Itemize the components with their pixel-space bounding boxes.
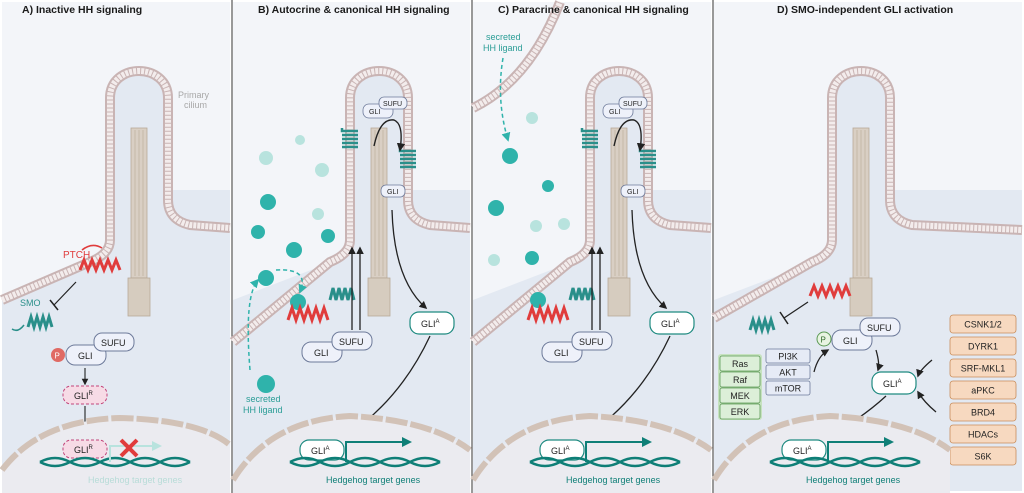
phospho-marker (51, 348, 65, 362)
svg-text:SUFU: SUFU (383, 101, 402, 108)
secreted-ligand-label-c-1: secreted (486, 32, 521, 42)
hh-ligands-c (488, 112, 570, 308)
gli-activator-b (409, 311, 455, 335)
cascade-label-mtor: mTOR (775, 384, 802, 394)
svg-text:Hedgehog target genes: Hedgehog target genes (566, 475, 661, 485)
primary-cilium-label-2: cilium (184, 100, 207, 110)
svg-text:Hedgehog target genes: Hedgehog target genes (806, 475, 901, 485)
ptch-label: PTCH (63, 250, 90, 261)
svg-text:GLI: GLI (314, 348, 329, 358)
cascade-label-ras: Ras (732, 359, 749, 369)
svg-text:GLI: GLI (369, 109, 380, 116)
cascade-box-erk (719, 403, 761, 420)
kinase-box-0 (949, 314, 1017, 334)
cascade-label-mek: MEK (730, 391, 750, 401)
ptch-inhibits-smo (53, 281, 77, 306)
svg-text:SUFU: SUFU (867, 323, 892, 333)
kinase-label-5: HDACs (968, 430, 999, 440)
gli-repressor (62, 385, 108, 405)
kinase-box-1 (949, 336, 1017, 356)
secreted-ligand-label-c-2: HH ligand (483, 43, 523, 53)
kinase-label-2: SRF-MKL1 (961, 364, 1006, 374)
cascade-label-pi3k: PI3K (778, 352, 798, 362)
nucleus (2, 418, 230, 493)
secreted-ligand-label-b-2: HH ligand (243, 405, 283, 415)
svg-text:GLI: GLI (554, 348, 569, 358)
smo-receptor-b (328, 287, 356, 301)
svg-text:GLIR: GLIR (74, 445, 94, 455)
kinase-label-0: CSNK1/2 (964, 320, 1002, 330)
svg-text:SUFU: SUFU (101, 338, 126, 348)
panel-b-title: B) Autocrine & canonical HH signaling (258, 4, 450, 16)
cascade-label-akt: AKT (779, 368, 797, 378)
panel-c-title: C) Paracrine & canonical HH signaling (498, 4, 689, 16)
svg-text:SUFU: SUFU (623, 101, 642, 108)
svg-text:GLI: GLI (78, 351, 93, 361)
kinase-box-3 (949, 380, 1017, 400)
svg-text:GLI: GLI (609, 109, 620, 116)
panel-c: secreted HH ligand GLI SUFU GLI GLI (469, 0, 713, 493)
svg-text:GLI: GLI (387, 189, 398, 196)
kinase-label-6: S6K (974, 452, 991, 462)
ptch-receptor-b (286, 303, 330, 325)
gli-box (65, 344, 107, 366)
svg-text:GLIA: GLIA (311, 446, 330, 456)
inhibition-x-icon (119, 438, 139, 458)
smo-label: SMO (20, 298, 41, 308)
extracellular-space (2, 2, 230, 300)
pi3k-akt-cascade: PI3K AKT mTOR (765, 348, 811, 396)
kinase-label-3: aPKC (971, 386, 995, 396)
panel-b: secreted HH ligand GLI SUFU GLI GLI SUFU… (229, 2, 472, 493)
svg-text:GLIR: GLIR (74, 391, 94, 401)
svg-text:SUFU: SUFU (339, 337, 364, 347)
svg-text:GLIA: GLIA (661, 319, 680, 329)
primary-cilium-label-1: Primary (178, 90, 209, 100)
svg-text:GLI: GLI (627, 189, 638, 196)
cascade-box-ras (719, 355, 761, 372)
panel-a-title: A) Inactive HH signaling (22, 4, 142, 16)
kinase-label-1: DYRK1 (968, 342, 998, 352)
dna (39, 456, 191, 468)
svg-text:GLIA: GLIA (793, 446, 812, 456)
cascade-box-raf (719, 371, 761, 388)
sufu-box (93, 332, 135, 352)
smo-ciliary-b (340, 128, 358, 149)
ptch-receptor (78, 244, 122, 275)
blocked-transcription-arrow (109, 441, 162, 462)
svg-text:SUFU: SUFU (579, 337, 604, 347)
hh-ligands-b (251, 135, 335, 393)
kinase-label-4: BRD4 (971, 408, 995, 418)
cascade-label-raf: Raf (733, 375, 748, 385)
kinase-box-5 (949, 424, 1017, 444)
kinase-box-4 (949, 402, 1017, 422)
cascade-label-erk: ERK (731, 407, 750, 417)
svg-text:GLI: GLI (843, 336, 858, 346)
svg-text:P: P (55, 352, 60, 361)
cascade-box-pi3k (765, 348, 811, 364)
svg-text:P: P (821, 336, 826, 345)
svg-text:Hedgehog target genes: Hedgehog target genes (326, 475, 421, 485)
svg-text:GLIA: GLIA (883, 379, 902, 389)
svg-text:GLIA: GLIA (421, 319, 440, 329)
kinase-box-2 (949, 358, 1017, 378)
svg-text:GLIA: GLIA (551, 446, 570, 456)
gli-repressor-nuclear (62, 439, 108, 459)
smo-receptor (11, 311, 54, 333)
cascade-box-akt (765, 364, 811, 380)
secreted-ligand-label-b-1: secreted (246, 394, 281, 404)
panel-a: Primary cilium PTCH SMO P GLI SUFU GLIR (0, 2, 232, 493)
basal-body (127, 277, 151, 317)
cascade-box-mtor (765, 380, 811, 396)
target-genes-label: Hedgehog target genes (88, 475, 183, 485)
cascade-box-mek (719, 387, 761, 404)
panel-d-title: D) SMO-independent GLI activation (777, 4, 953, 16)
